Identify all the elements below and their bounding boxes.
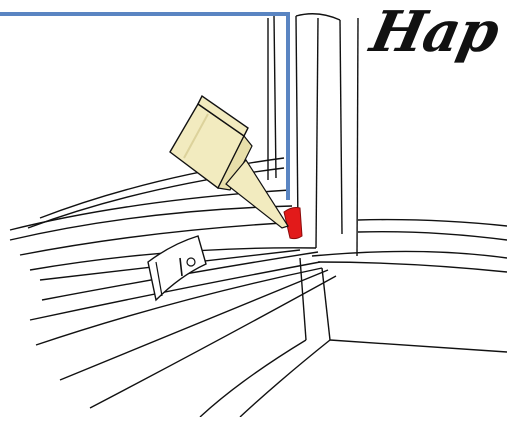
heading-text: Hap	[364, 0, 505, 65]
window-frame	[267, 13, 359, 257]
sealant-tube-icon	[169, 94, 289, 229]
guide-line	[0, 12, 290, 200]
right-casing	[199, 218, 507, 418]
red-marker-icon	[283, 207, 303, 240]
window-lock-icon	[147, 235, 207, 302]
